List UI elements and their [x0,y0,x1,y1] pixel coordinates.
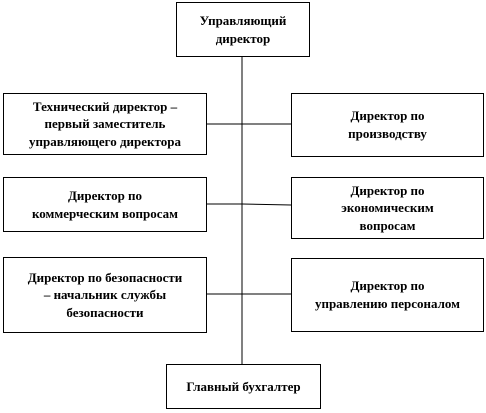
branch-right-2 [241,203,292,206]
bottom-box-chief-accountant: Главный бухгалтер [166,364,321,409]
right-box-economic-director: Директор по экономическим вопросам [291,177,484,239]
right-box-hr-director: Директор по управлению персоналом [291,258,484,332]
left-box-technical-director: Технический директор – первый заместител… [3,93,207,155]
left-box-security-director: Директор по безопасности – начальник слу… [3,257,207,333]
root-box-managing-director: Управляющий директор [176,2,310,57]
right-box-production-director: Директор по производству [291,93,484,157]
left-box-commercial-director: Директор по коммерческим вопросам [3,177,207,232]
